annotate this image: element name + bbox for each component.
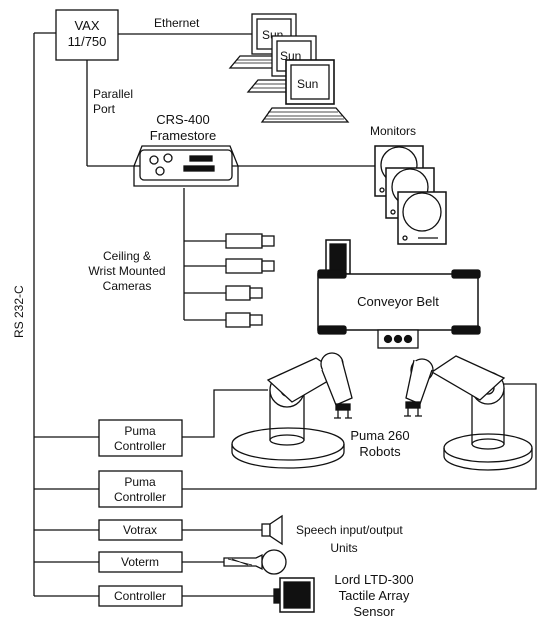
framestore-label-1: CRS-400 — [156, 112, 209, 127]
camera-3 — [225, 285, 263, 301]
cameras-label-2: Wrist Mounted — [88, 264, 165, 278]
conveyor-belt: Conveyor Belt — [317, 239, 481, 349]
speech-label-2: Units — [330, 541, 357, 555]
tactile-label-3: Sensor — [353, 604, 395, 619]
knob-icon — [163, 153, 173, 163]
voterm-label: Voterm — [121, 555, 159, 569]
puma-controller-2-label-a: Puma — [124, 475, 156, 489]
vax-box: VAX 11/750 — [55, 9, 119, 61]
tactile-label-2: Tactile Array — [339, 588, 410, 603]
rs232-label: RS 232-C — [12, 285, 26, 338]
sensor-controller-box: Controller — [98, 585, 183, 607]
voterm-box: Voterm — [98, 551, 183, 573]
camera-1 — [225, 233, 275, 249]
knob-icon — [149, 155, 159, 165]
vax-label-1: VAX — [74, 18, 99, 33]
vax-label-2: 11/750 — [68, 34, 107, 49]
knob-icon — [155, 166, 165, 176]
puma-robot-2 — [404, 355, 533, 471]
tactile-sensor-icon — [273, 577, 315, 613]
puma-robot-1 — [231, 352, 353, 469]
monitors-label: Monitors — [370, 124, 416, 138]
cameras-label-3: Cameras — [103, 279, 152, 293]
puma-controller-1-label-a: Puma — [124, 424, 156, 438]
conveyor-label: Conveyor Belt — [357, 294, 439, 309]
cameras-label-1: Ceiling & — [103, 249, 151, 263]
microphone-icon — [223, 549, 287, 575]
puma-controller-1: Puma Controller — [98, 419, 183, 457]
wiring — [33, 32, 537, 597]
speaker-icon — [261, 514, 283, 546]
camera-4 — [225, 312, 263, 328]
sun-workstation-3: Sun — [260, 59, 350, 123]
puma1-robot-link — [182, 389, 268, 438]
slot-icon — [183, 165, 215, 172]
robots-label-2: Robots — [359, 444, 401, 459]
camera-2 — [225, 258, 275, 274]
sun-label-3: Sun — [297, 77, 318, 91]
votrax-label: Votrax — [123, 523, 157, 537]
slot-icon — [189, 155, 213, 162]
framestore-label-2: Framestore — [150, 128, 216, 143]
framestore-box — [133, 145, 239, 187]
puma-controller-2: Puma Controller — [98, 470, 183, 508]
puma2-robot-link — [182, 383, 537, 490]
ethernet-label: Ethernet — [154, 16, 200, 30]
parallel-label-2: Port — [93, 102, 116, 116]
sensor-controller-label: Controller — [114, 589, 166, 603]
tactile-label-1: Lord LTD-300 — [334, 572, 413, 587]
puma-controller-2-label-b: Controller — [114, 490, 166, 504]
votrax-box: Votrax — [98, 519, 183, 541]
parallel-label-1: Parallel — [93, 87, 133, 101]
monitor-3 — [397, 191, 447, 245]
puma-controller-1-label-b: Controller — [114, 439, 166, 453]
robots-label-1: Puma 260 — [350, 428, 409, 443]
speech-label-1: Speech input/output — [296, 523, 403, 537]
